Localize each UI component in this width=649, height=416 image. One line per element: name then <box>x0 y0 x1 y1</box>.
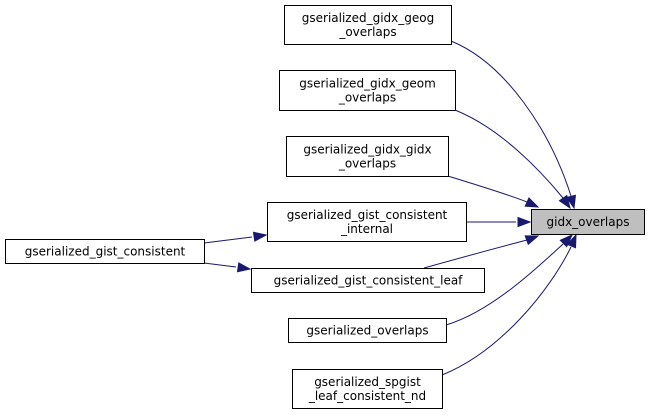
node-box[interactable] <box>286 136 449 177</box>
arrowhead-icon <box>558 194 571 210</box>
node-label: _overlaps <box>338 157 396 171</box>
edge-line <box>423 239 528 269</box>
edge-line <box>447 175 528 203</box>
node-label: _overlaps <box>338 25 396 39</box>
node-label: gserialized_gidx_geog <box>302 11 434 25</box>
edge-line <box>203 262 237 268</box>
node-box[interactable] <box>267 202 467 242</box>
node-label: _internal <box>340 222 393 236</box>
nodes-layer: gidx_overlapsgserialized_gidx_geog_overl… <box>5 5 645 409</box>
node-label: gserialized_gist_consistent <box>287 208 448 222</box>
node-label: gserialized_spgist <box>314 375 421 389</box>
node-box[interactable] <box>279 70 456 111</box>
node-overlaps[interactable]: gserialized_overlaps <box>288 318 447 343</box>
node-box[interactable] <box>5 239 205 264</box>
node-box[interactable] <box>284 5 452 45</box>
edge-spgist-to-gidx_overlaps <box>441 233 577 376</box>
edge-overlaps-to-gidx_overlaps <box>445 233 574 326</box>
edges-layer <box>203 40 577 376</box>
node-label: gserialized_gidx_geom <box>299 77 436 91</box>
arrowhead-icon <box>524 235 540 246</box>
node-label: gidx_overlaps <box>547 215 630 229</box>
edge-line <box>454 109 564 199</box>
node-label: gserialized_gist_consistent_leaf <box>274 274 464 288</box>
edge-line <box>441 246 572 376</box>
edge-cleaf-to-gidx_overlaps <box>423 235 540 269</box>
arrowhead-icon <box>524 197 540 208</box>
node-gidx[interactable]: gserialized_gidx_gidx_overlaps <box>286 136 449 177</box>
node-geog[interactable]: gserialized_gidx_geog_overlaps <box>284 5 452 45</box>
arrowhead-icon <box>236 262 252 273</box>
node-label: gserialized_gist_consistent <box>25 245 186 259</box>
edge-geog-to-gidx_overlaps <box>450 40 577 210</box>
arrowhead-icon <box>517 216 532 228</box>
node-box[interactable] <box>292 369 443 409</box>
edge-cinternal-to-gidx_overlaps <box>466 216 532 228</box>
node-label: gserialized_overlaps <box>306 324 428 338</box>
edge-consistent-to-cinternal <box>203 231 268 244</box>
node-box[interactable] <box>531 209 645 235</box>
node-spgist[interactable]: gserialized_spgist_leaf_consistent_nd <box>292 369 443 409</box>
arrowhead-icon <box>566 233 577 249</box>
edge-line <box>450 40 572 197</box>
arrowhead-icon <box>252 231 268 242</box>
edge-line <box>445 243 564 326</box>
node-box[interactable] <box>288 318 447 343</box>
edge-gidx-to-gidx_overlaps <box>447 175 540 208</box>
node-label: gserialized_gidx_gidx <box>303 143 431 157</box>
node-box[interactable] <box>251 268 485 293</box>
node-geom[interactable]: gserialized_gidx_geom_overlaps <box>279 70 456 111</box>
node-gidx-overlaps[interactable]: gidx_overlaps <box>531 209 645 235</box>
edge-line <box>203 236 253 244</box>
node-label: _overlaps <box>338 91 396 105</box>
arrowhead-icon <box>565 194 577 210</box>
node-cinternal[interactable]: gserialized_gist_consistent_internal <box>267 202 467 242</box>
edge-geom-to-gidx_overlaps <box>454 109 571 210</box>
node-label: _leaf_consistent_nd <box>308 389 426 403</box>
edge-consistent-to-cleaf <box>203 262 252 273</box>
node-cleaf[interactable]: gserialized_gist_consistent_leaf <box>251 268 485 293</box>
arrowhead-icon <box>559 233 574 248</box>
node-consistent[interactable]: gserialized_gist_consistent <box>5 239 205 264</box>
